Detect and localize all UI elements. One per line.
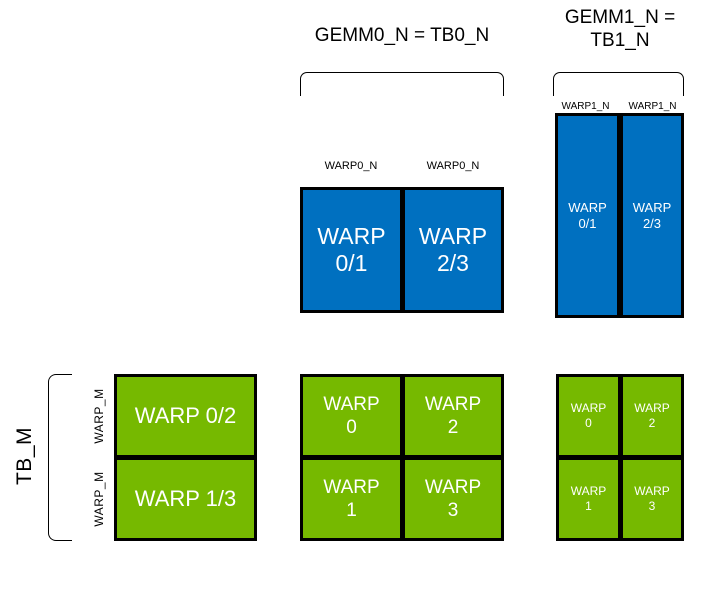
warp-m-bottom-label: WARP_M [92, 471, 106, 527]
gemm1-title: GEMM1_N = TB1_N [564, 7, 676, 51]
green-left-cell-0[interactable]: WARP 0/2 [114, 374, 257, 458]
warp0-n-left-label: WARP0_N [324, 160, 378, 172]
gemm1-bracket [553, 72, 684, 96]
green-right-cell-3[interactable]: WARP 3 [620, 457, 684, 541]
warp0-n-right-label: WARP0_N [426, 160, 480, 172]
blue-middle-cell-0[interactable]: WARP 0/1 [300, 187, 403, 313]
green-left-cell-1[interactable]: WARP 1/3 [114, 457, 257, 541]
green-middle-cell-1[interactable]: WARP 1 [300, 457, 403, 541]
warp-m-top-label: WARP_M [92, 388, 106, 444]
warp1-n-right-label: WARP1_N [628, 101, 677, 112]
tb-m-bracket [48, 374, 72, 541]
tb-m-label: TB_M [13, 427, 36, 486]
gemm0-bracket [300, 72, 504, 96]
blue-middle-cell-1[interactable]: WARP 2/3 [402, 187, 504, 313]
green-middle-cell-0[interactable]: WARP 0 [300, 374, 403, 458]
green-right-cell-0[interactable]: WARP 0 [556, 374, 621, 458]
gemm0-title: GEMM0_N = TB0_N [314, 25, 490, 46]
green-right-cell-2[interactable]: WARP 2 [620, 374, 684, 458]
blue-right-cell-0[interactable]: WARP 0/1 [555, 113, 620, 318]
green-middle-cell-2[interactable]: WARP 2 [402, 374, 504, 458]
blue-right-cell-1[interactable]: WARP 2/3 [620, 113, 684, 318]
green-right-cell-1[interactable]: WARP 1 [556, 457, 621, 541]
warp1-n-left-label: WARP1_N [561, 101, 610, 112]
green-middle-cell-3[interactable]: WARP 3 [402, 457, 504, 541]
